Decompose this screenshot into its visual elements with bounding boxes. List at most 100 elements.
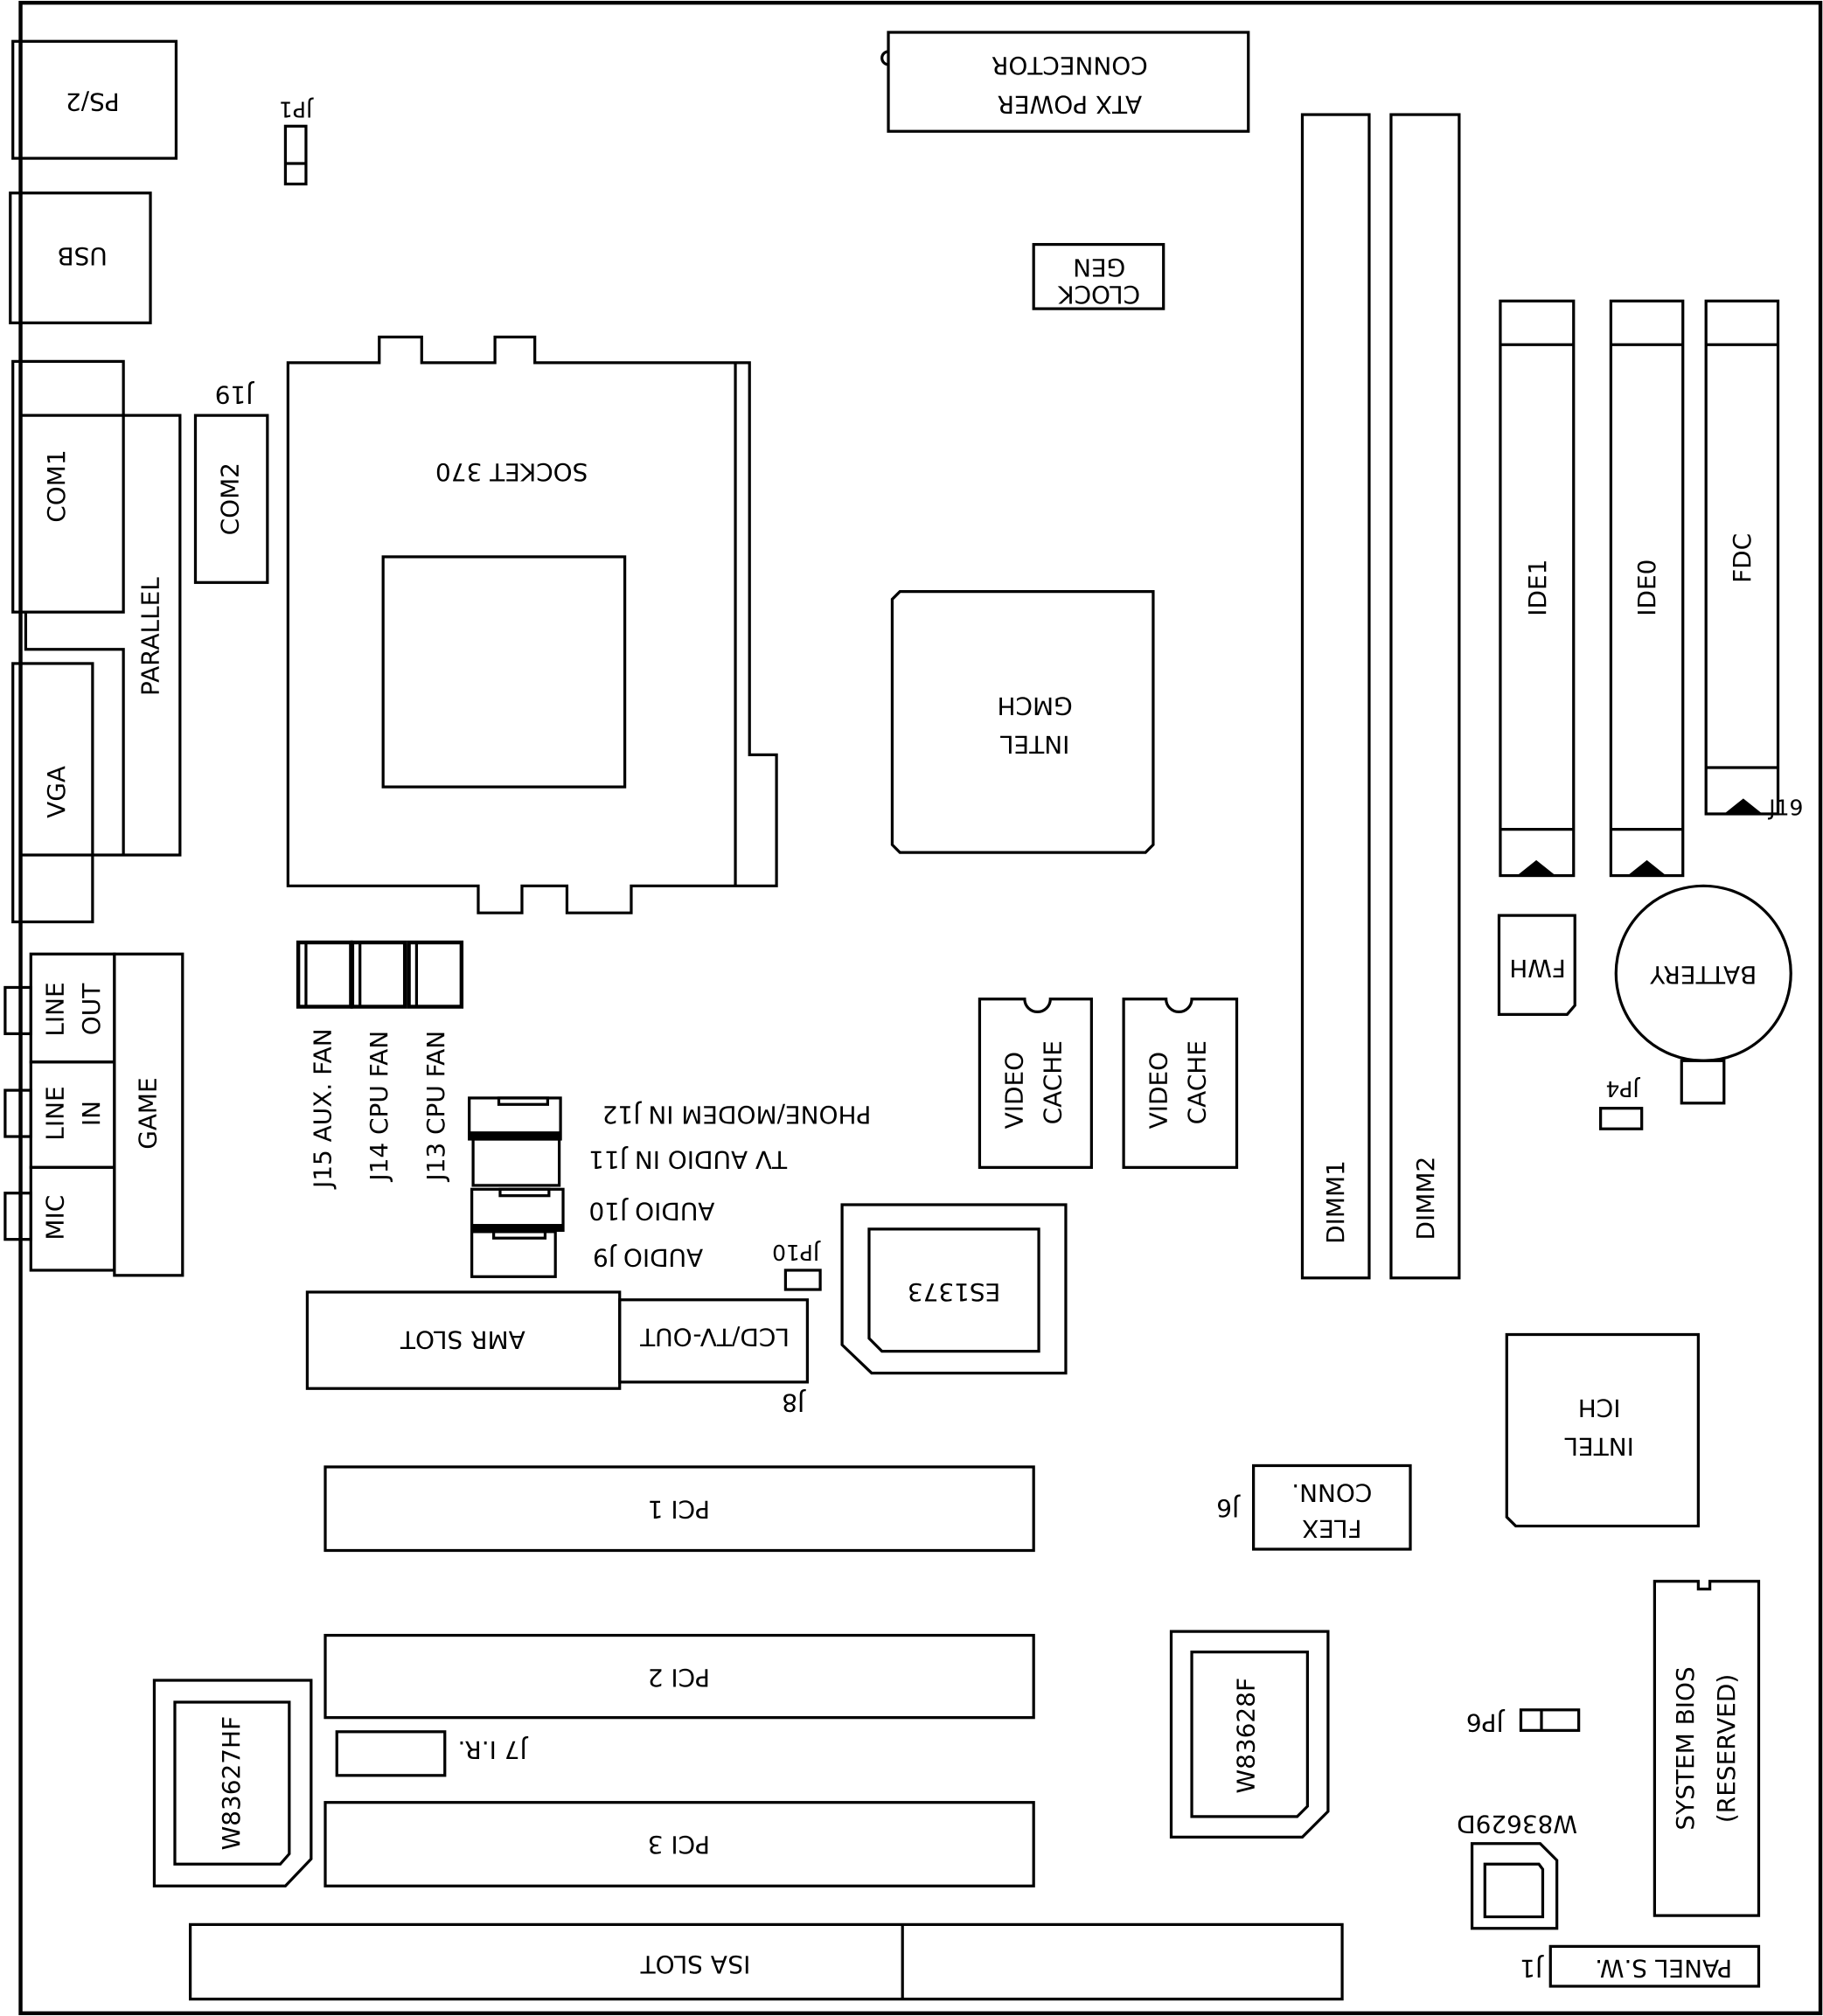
clock-gen-label-2: CLOCK xyxy=(1058,280,1141,309)
battery-label: BATTERY xyxy=(1649,960,1757,989)
jp4-jumper: JP4 xyxy=(1599,1076,1644,1130)
isa-slot: ISA SLOT xyxy=(188,1922,1344,2001)
com2-label: COM2 xyxy=(216,462,245,535)
flex-label-2: FLEX xyxy=(1302,1514,1361,1543)
j12-label: PHONE/MODEM IN J12 xyxy=(602,1101,872,1130)
j12-phone-modem-header: PHONE/MODEM IN J12 xyxy=(468,1096,872,1141)
com1-connector: COM1 xyxy=(11,359,125,614)
dimm2-slot: DIMM2 xyxy=(1389,113,1461,1280)
gmch-label-2: INTEL xyxy=(1000,730,1070,759)
system-bios-chip: SYSTEM BIOS (RESERVED) xyxy=(1653,1580,1761,1917)
panel-switch-header: PANEL S.W. J1 xyxy=(1520,1944,1761,1988)
j10-audio-header: AUDIO J10 xyxy=(470,1187,715,1232)
video-cache-2-label-1: VIDEO xyxy=(1144,1052,1172,1129)
lcd-tv-out-connector: LCD/TV-OUT J8 xyxy=(618,1298,810,1417)
line-in-label-1: LINE xyxy=(41,1086,70,1140)
j9-audio-header: AUDIO J9 xyxy=(470,1230,703,1278)
j13-cpu-fan-header: J13 CPU FAN xyxy=(407,940,464,1183)
w83628f-chip: W83628F xyxy=(1169,1630,1330,1839)
pci-slot-2: PCI 2 xyxy=(324,1633,1035,1720)
ide1-connector: IDE1 xyxy=(1499,299,1576,878)
video-cache-1-label-1: VIDEO xyxy=(1000,1052,1029,1129)
es1373-audio-chip: ES1373 xyxy=(840,1203,1068,1375)
intel-ich-chip: ICH INTEL xyxy=(1505,1332,1700,1528)
dimm1-label: DIMM1 xyxy=(1321,1160,1350,1244)
j13-label: J13 CPU FAN xyxy=(421,1031,450,1183)
dimm1-slot: DIMM1 xyxy=(1300,113,1371,1280)
ide1-label: IDE1 xyxy=(1523,560,1552,616)
jp6-jumper: JP6 xyxy=(1466,1708,1581,1737)
flex-connector: CONN. FLEX J6 xyxy=(1216,1463,1412,1551)
w83628f-label: W83628F xyxy=(1231,1678,1260,1794)
usb-label: USB xyxy=(57,241,107,270)
isa-slot-label: ISA SLOT xyxy=(640,1950,751,1978)
socket-370: SOCKET 370 xyxy=(286,335,778,914)
dimm2-label: DIMM2 xyxy=(1411,1157,1440,1241)
w83629d-chip: W83629D xyxy=(1457,1810,1577,1930)
battery: BATTERY xyxy=(1614,884,1792,1105)
amr-slot-label: AMR SLOT xyxy=(400,1325,525,1354)
com2-header: COM2 J19 xyxy=(193,380,269,584)
ide0-label: IDE0 xyxy=(1632,560,1661,616)
game-port: GAME xyxy=(113,952,184,1277)
fwh-chip: FWH xyxy=(1497,914,1576,1016)
bios-label-2: (RESERVED) xyxy=(1712,1674,1741,1823)
es1373-label: ES1373 xyxy=(908,1277,1000,1306)
line-out-label-1: LINE xyxy=(41,982,70,1036)
clock-gen-label-1: GEN xyxy=(1073,254,1125,282)
jp6-label: JP6 xyxy=(1466,1708,1506,1737)
j15-aux-fan-header: J15 AUX. FAN xyxy=(296,940,353,1190)
atx-power-label-2: ATX POWER xyxy=(998,90,1142,119)
fdc-label: FDC xyxy=(1728,533,1757,583)
parallel-connector: PARALLEL xyxy=(20,414,182,857)
parallel-label: PARALLEL xyxy=(136,577,165,696)
j14-cpu-fan-header: J14 CPU FAN xyxy=(350,940,407,1183)
w83627hf-label: W83627HF xyxy=(217,1716,246,1851)
jp10-jumper: JP10 xyxy=(772,1240,822,1291)
j11-tv-audio-header: TV AUDIO IN J11 xyxy=(471,1137,788,1187)
mic-label: MIC xyxy=(41,1195,70,1241)
j19-com2-label: J19 xyxy=(215,380,255,409)
ich-label-2: INTEL xyxy=(1564,1432,1634,1461)
clock-generator: GEN CLOCK xyxy=(1032,242,1165,310)
jp1-jumper: JP1 xyxy=(279,97,314,186)
video-cache-1-label-2: CACHE xyxy=(1039,1040,1068,1124)
amr-slot: AMR SLOT xyxy=(305,1290,622,1390)
ps2-connector: PS/2 xyxy=(11,39,178,160)
flex-label-1: CONN. xyxy=(1291,1478,1372,1507)
j11-label: TV AUDIO IN J11 xyxy=(588,1145,788,1174)
video-cache-chip-2: VIDEO CACHE xyxy=(1122,998,1239,1169)
atx-power-connector: CONNECTOR ATX POWER xyxy=(880,31,1250,133)
j19-fdc-label: J19 xyxy=(1767,795,1803,820)
vga-label: VGA xyxy=(42,766,71,818)
lcd-tv-out-label: LCD/TV-OUT xyxy=(639,1323,790,1352)
j14-label: J14 CPU FAN xyxy=(365,1031,393,1183)
pci1-label: PCI 1 xyxy=(648,1495,710,1524)
pci3-label: PCI 3 xyxy=(648,1831,710,1860)
j7-ir-header: J7 I.R. xyxy=(335,1730,529,1777)
game-label: GAME xyxy=(134,1077,163,1149)
j8-label: J8 xyxy=(782,1388,806,1417)
jp4-label: JP4 xyxy=(1605,1076,1640,1102)
pci-slot-3: PCI 3 xyxy=(324,1801,1035,1887)
usb-connector: USB xyxy=(9,191,152,324)
ps2-label: PS/2 xyxy=(66,87,120,116)
j7-label: J7 I.R. xyxy=(458,1735,529,1764)
gmch-label-1: GMCH xyxy=(998,692,1073,720)
fwh-label: FWH xyxy=(1509,954,1566,983)
j1-label: J1 xyxy=(1520,1954,1544,1983)
ide0-connector: IDE0 xyxy=(1609,299,1685,878)
w83629d-label: W83629D xyxy=(1457,1810,1577,1839)
atx-power-label-1: CONNECTOR xyxy=(992,52,1148,80)
line-in-label-2: IN xyxy=(77,1101,106,1126)
com1-label: COM1 xyxy=(42,449,71,522)
j10-label: AUDIO J10 xyxy=(589,1197,715,1226)
video-cache-2-label-2: CACHE xyxy=(1182,1040,1211,1124)
jp10-label: JP10 xyxy=(772,1240,821,1265)
j6-label: J6 xyxy=(1216,1494,1241,1523)
jp1-label: JP1 xyxy=(279,97,314,122)
j9-label: AUDIO J9 xyxy=(593,1243,703,1272)
video-cache-chip-1: VIDEO CACHE xyxy=(978,998,1093,1169)
vga-connector: VGA xyxy=(11,662,94,924)
pci-slot-1: PCI 1 xyxy=(324,1465,1035,1553)
